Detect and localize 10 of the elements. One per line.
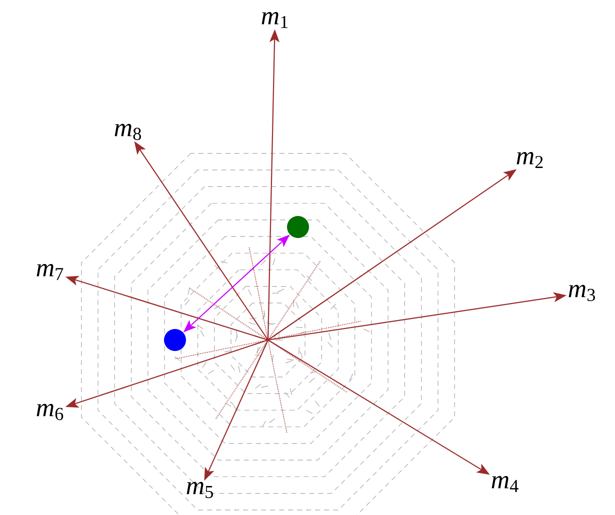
dot: [287, 216, 309, 238]
vector-label: m$_{5}$: [186, 482, 213, 498]
vector-label: m$_{3}$: [568, 284, 595, 302]
vector-label: m$_{1}$: [262, 12, 288, 28]
vector-label: m$_{6}$: [36, 404, 64, 420]
vector-label: m$_{4}$: [492, 476, 518, 492]
vector-label: m$_{7}$: [36, 264, 64, 280]
vector-label: m$_{8}$: [114, 124, 141, 140]
vector-label: m$_{2}$: [516, 152, 543, 168]
dot: [164, 329, 186, 351]
